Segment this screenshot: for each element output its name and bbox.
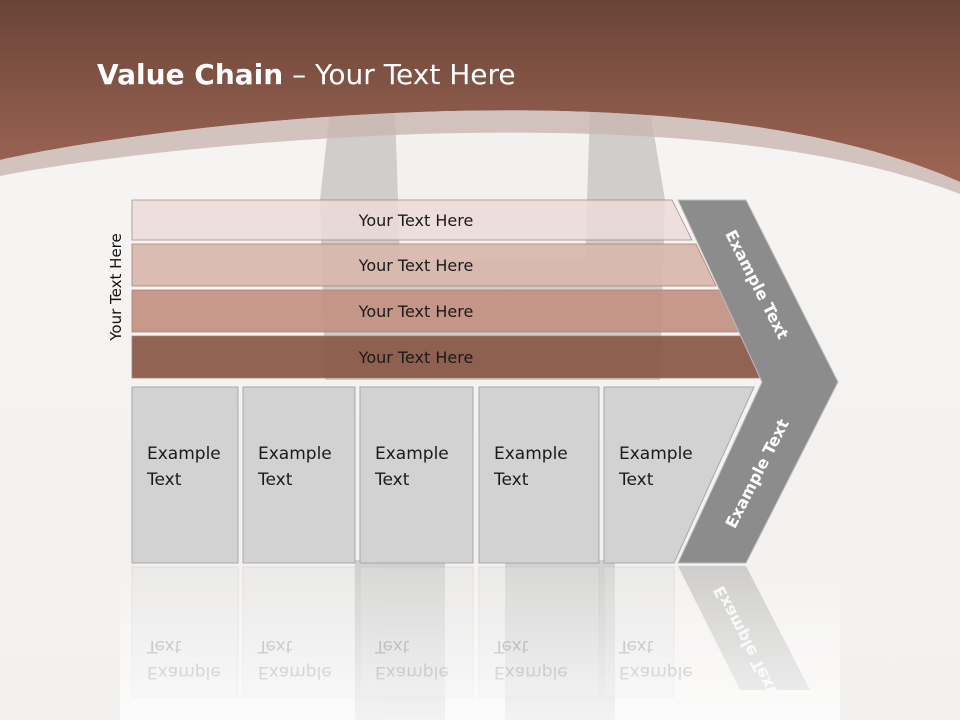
chevron-shape [677, 199, 839, 564]
box-4-line1: Example [494, 444, 568, 464]
bar-2-label: Your Text Here [358, 256, 474, 275]
bar-3-label: Your Text Here [358, 302, 474, 321]
header-band [0, 0, 960, 182]
box-5-line2: Text [618, 470, 654, 490]
title-rest: – Your Text Here [283, 58, 515, 91]
bar-1 [131, 199, 693, 241]
box-4-line2: Text [493, 470, 529, 490]
box-3 [359, 386, 474, 564]
bar-2 [131, 243, 717, 287]
box-4 [478, 386, 600, 564]
bar-4-label: Your Text Here [358, 348, 474, 367]
box-1-line1: Example [147, 444, 221, 464]
title-bold: Value Chain [97, 58, 283, 91]
box-1 [131, 386, 239, 564]
box-2-line2: Text [257, 470, 293, 490]
box-5 [603, 386, 755, 564]
box-2-line1: Example [258, 444, 332, 464]
side-label: Your Text Here [107, 233, 125, 341]
box-1-line2: Text [146, 470, 182, 490]
reflection-fade [120, 566, 840, 720]
header-swoosh [0, 110, 960, 194]
box-2 [242, 386, 356, 564]
slide-title: Value Chain – Your Text Here [97, 58, 516, 91]
box-3-line1: Example [375, 444, 449, 464]
box-3-line2: Text [374, 470, 410, 490]
box-5-line1: Example [619, 444, 693, 464]
bar-1-label: Your Text Here [358, 211, 474, 230]
